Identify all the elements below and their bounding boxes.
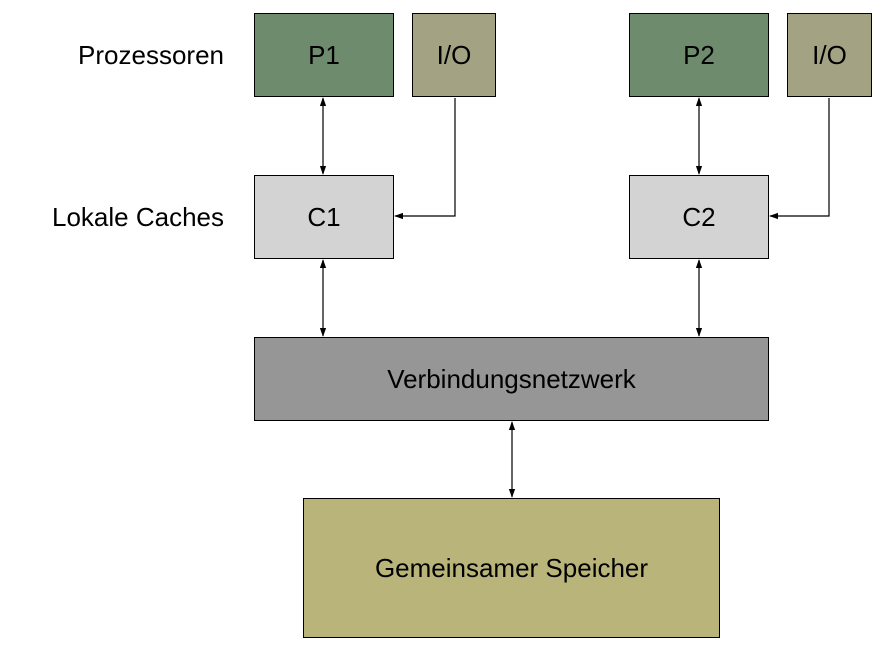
io2-c2-arrow	[769, 98, 830, 220]
io-1-label: I/O	[436, 39, 472, 70]
processors-row-label: Prozessoren	[78, 40, 224, 70]
processor-p1-node: P1	[254, 13, 394, 97]
c2-label: C2	[682, 201, 716, 232]
p2-label: P2	[683, 39, 715, 70]
io1-c1-arrow	[394, 98, 456, 220]
shared-memory-node: Gemeinsamer Speicher	[303, 498, 720, 638]
io-2-label: I/O	[812, 39, 847, 70]
memory-label: Gemeinsamer Speicher	[374, 552, 649, 583]
network-label: Verbindungsnetzwerk	[387, 363, 636, 394]
processor-p2-node: P2	[629, 13, 769, 97]
p1-label: P1	[308, 39, 340, 70]
c1-label: C1	[307, 201, 341, 232]
io-1-node: I/O	[412, 13, 496, 97]
interconnect-network-node: Verbindungsnetzwerk	[254, 337, 769, 421]
cache-c1-node: C1	[254, 175, 394, 259]
cache-c2-node: C2	[629, 175, 769, 259]
io-2-node: I/O	[787, 13, 872, 97]
caches-row-label: Lokale Caches	[52, 202, 224, 232]
